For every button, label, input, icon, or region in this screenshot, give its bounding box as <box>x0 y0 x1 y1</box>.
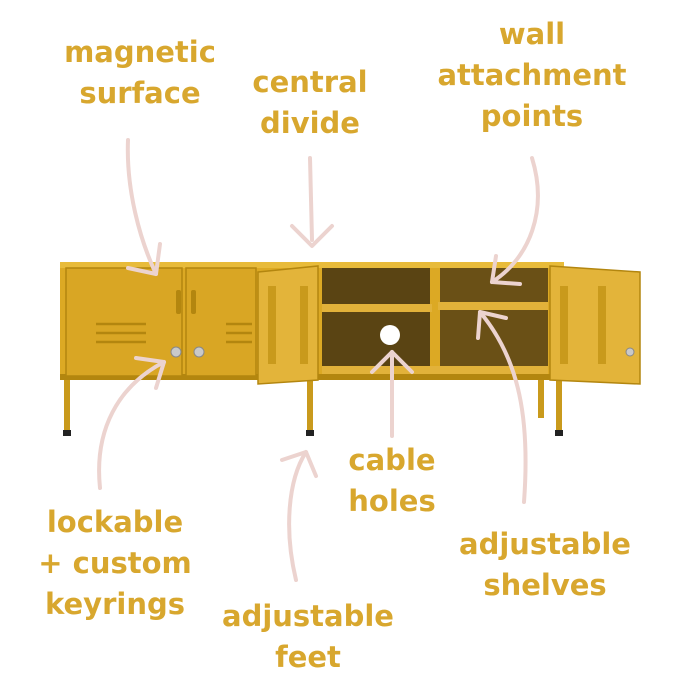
leg-right <box>556 378 562 436</box>
arrow-lockable <box>97 356 166 490</box>
closed-door-left <box>65 267 183 377</box>
label-cable-holes: cable holes <box>348 443 436 518</box>
open-door-left <box>257 265 319 385</box>
label-wall-attachment-points: wall attachment points <box>437 17 627 133</box>
label-lockable-keyrings: lockable + custom keyrings <box>38 505 192 621</box>
lock-icon-2 <box>193 346 205 358</box>
closed-door-center-left <box>185 267 257 377</box>
label-magnetic-surface: magnetic surface <box>64 35 216 110</box>
central-divide-panel <box>430 268 440 374</box>
cabinet-legs <box>63 378 563 436</box>
shelf-left <box>322 304 432 312</box>
arrow-adjustable-feet <box>280 450 318 582</box>
open-compartments <box>322 268 548 374</box>
label-central-divide: central divide <box>252 65 368 140</box>
arrow-adjustable-shelves <box>476 310 528 504</box>
open-door-right <box>549 265 641 385</box>
arrow-cable-holes <box>370 350 414 438</box>
leg-inner-right <box>538 378 544 418</box>
label-adjustable-feet: adjustable feet <box>222 599 394 674</box>
leg-left <box>64 378 70 436</box>
lock-icon <box>170 346 182 358</box>
arrow-wall-attachment <box>490 156 540 286</box>
label-adjustable-shelves: adjustable shelves <box>459 527 631 602</box>
arrow-magnetic-surface <box>125 138 162 276</box>
arrow-central-divide <box>290 156 334 248</box>
shelf-right <box>438 302 548 310</box>
cable-hole <box>380 325 400 345</box>
leg-inner-left <box>307 378 313 436</box>
